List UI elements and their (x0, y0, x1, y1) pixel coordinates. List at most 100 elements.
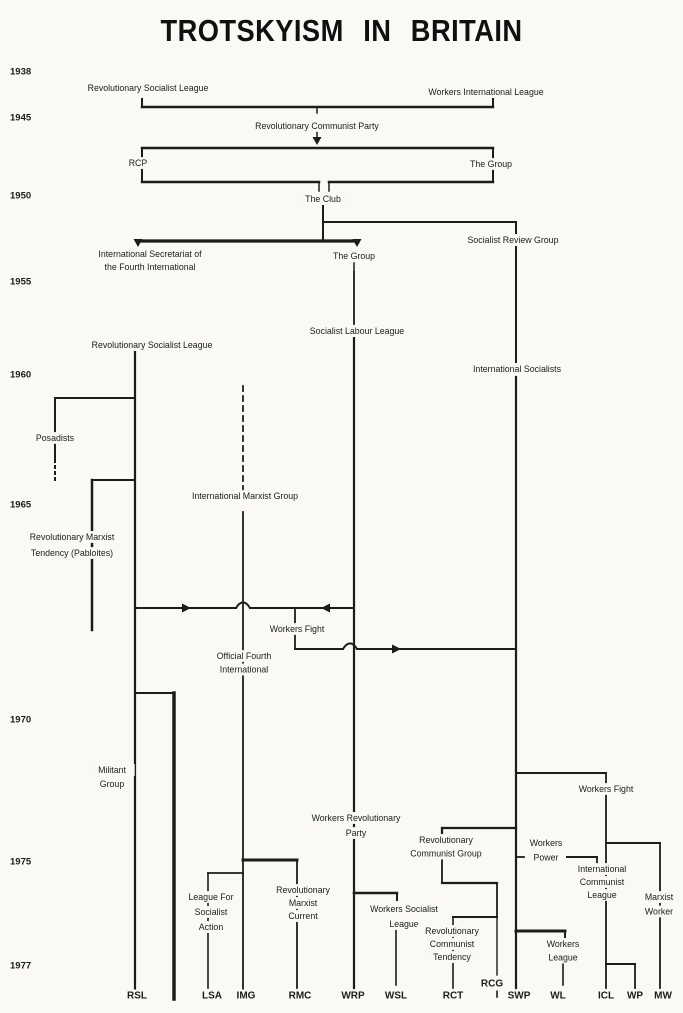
revolutionary-marxist-tendency-label: Revolutionary Marxist (30, 532, 115, 542)
league-for-socialist-action-label: League For (189, 892, 234, 902)
abbr-SWP: SWP (508, 991, 531, 1002)
revolutionary-communist-group-bg (410, 834, 482, 846)
league-for-socialist-action-bg (183, 891, 239, 903)
international-communist-league-bg (576, 876, 628, 888)
revolutionary-marxist-current-label: Current (288, 911, 318, 921)
year-label-1975: 1975 (10, 857, 32, 868)
militant-group-label: Group (100, 779, 125, 789)
workers-fight-1971-label: Workers Fight (579, 784, 634, 794)
socialist-labour-league-label: Socialist Labour League (310, 326, 404, 336)
revolutionary-socialist-league-1938-label: Revolutionary Socialist League (88, 83, 209, 93)
revolutionary-marxist-tendency-label: Tendency (Pabloites) (31, 548, 113, 558)
official-fourth-international-bg (208, 663, 280, 676)
workers-socialist-league-bg (359, 903, 449, 915)
year-label-1977: 1977 (10, 961, 31, 972)
the-group-1953-bg (328, 250, 380, 262)
international-communist-league-label: Communist (580, 877, 625, 887)
abbr-RSL: RSL (127, 991, 147, 1002)
marxist-worker-bg (641, 905, 677, 918)
year-label-1950: 1950 (10, 191, 31, 202)
socialist-review-group-label: Socialist Review Group (468, 235, 559, 245)
revolutionary-communist-group-bg (406, 847, 486, 860)
workers-revolutionary-party-label: Workers Revolutionary (312, 813, 401, 823)
workers-league-label: Workers (547, 939, 580, 949)
abbr-ICL-bg (594, 989, 618, 1003)
revolutionary-marxist-tendency-bg (19, 547, 125, 559)
revolutionary-communist-tendency-bg (429, 951, 475, 963)
revolutionary-marxist-current-bg (267, 884, 339, 896)
official-fourth-international-label: International (220, 665, 268, 675)
abbr-LSA-bg (200, 989, 224, 1003)
revolutionary-socialist-league-1938-bg (71, 82, 225, 94)
workers-international-league-label: Workers International League (428, 87, 543, 97)
international-secretariat-fourth-international-label: the Fourth International (105, 262, 196, 272)
revolutionary-communist-tendency-label: Tendency (433, 952, 471, 962)
marxist-worker-label: Worker (645, 907, 673, 917)
year-label-1965: 1965 (10, 500, 32, 511)
workers-power-label: Workers (530, 838, 563, 848)
league-for-socialist-action-bg (185, 906, 237, 918)
abbr-MW-bg (654, 989, 672, 1003)
militant-group-bg (96, 778, 128, 790)
international-socialists-bg (454, 363, 580, 375)
workers-socialist-league-bg (386, 918, 422, 930)
abbr-RSL-bg (125, 989, 149, 1003)
year-label-1955: 1955 (10, 277, 32, 288)
marxist-worker-bg (638, 891, 680, 903)
posadists-bg (29, 432, 81, 444)
revolutionary-communist-tendency-bg (416, 925, 488, 937)
abbr-WRP-bg (341, 989, 365, 1003)
the-club-bg (300, 193, 346, 205)
international-communist-league-bg (566, 863, 638, 875)
the-group-1953-label: The Group (333, 251, 375, 261)
year-label-1960: 1960 (10, 370, 31, 381)
abbr-WL-bg (549, 989, 567, 1003)
revolutionary-marxist-current-label: Marxist (289, 898, 318, 908)
the-group-1949-label: The Group (470, 159, 512, 169)
abbr-ICL: ICL (598, 991, 614, 1002)
rcp-abbr-bg (127, 157, 149, 169)
year-label-1970: 1970 (10, 715, 31, 726)
militant-group-bg (89, 764, 135, 776)
league-for-socialist-action-label: Action (199, 922, 224, 932)
league-for-socialist-action-label: Socialist (195, 907, 228, 917)
abbr-WRP: WRP (341, 991, 365, 1002)
abbr-WSL-bg (384, 989, 408, 1003)
workers-league-label: League (548, 953, 577, 963)
official-fourth-international-bg (204, 650, 284, 662)
abbr-SWP-bg (507, 989, 531, 1003)
abbr-IMG-bg (234, 989, 258, 1003)
workers-league-bg (545, 951, 581, 964)
revolutionary-communist-tendency-label: Revolutionary (425, 926, 479, 936)
abbr-WP: WP (627, 991, 643, 1002)
abbr-IMG: IMG (237, 991, 256, 1002)
official-fourth-international-label: Official Fourth (217, 651, 272, 661)
workers-revolutionary-party-bg (340, 827, 372, 839)
international-socialists-label: International Socialists (473, 364, 562, 374)
merge-1968-hump (235, 601, 251, 609)
revolutionary-socialist-league-1957-label: Revolutionary Socialist League (92, 340, 213, 350)
revolutionary-socialist-league-1957-bg (75, 339, 229, 351)
revolutionary-communist-party-label: Revolutionary Communist Party (255, 121, 379, 131)
workers-power-bg (530, 851, 562, 864)
revolutionary-communist-party-bg (242, 120, 392, 132)
international-secretariat-fourth-international-bg (78, 248, 222, 260)
abbr-RMC-bg (288, 989, 312, 1003)
international-communist-league-label: International (578, 864, 626, 874)
workers-fight-1967-label: Workers Fight (270, 624, 325, 634)
international-marxist-group-label: International Marxist Group (192, 491, 298, 501)
isfi-arrowhead (133, 239, 143, 247)
workers-power-bg (525, 837, 567, 849)
abbr-RCG-bg (480, 977, 504, 991)
abbr-WP-bg (626, 989, 644, 1003)
socialist-review-group-bg (455, 234, 571, 246)
revolutionary-marxist-current-label: Revolutionary (276, 885, 330, 895)
abbr-RMC: RMC (289, 991, 312, 1002)
abbr-WSL: WSL (385, 991, 407, 1002)
workers-fight-1967-bg (261, 623, 333, 635)
workers-fight-1971-bg (570, 783, 642, 795)
rcp-abbr-label: RCP (129, 158, 148, 168)
revolutionary-communist-tendency-bg (426, 938, 478, 950)
